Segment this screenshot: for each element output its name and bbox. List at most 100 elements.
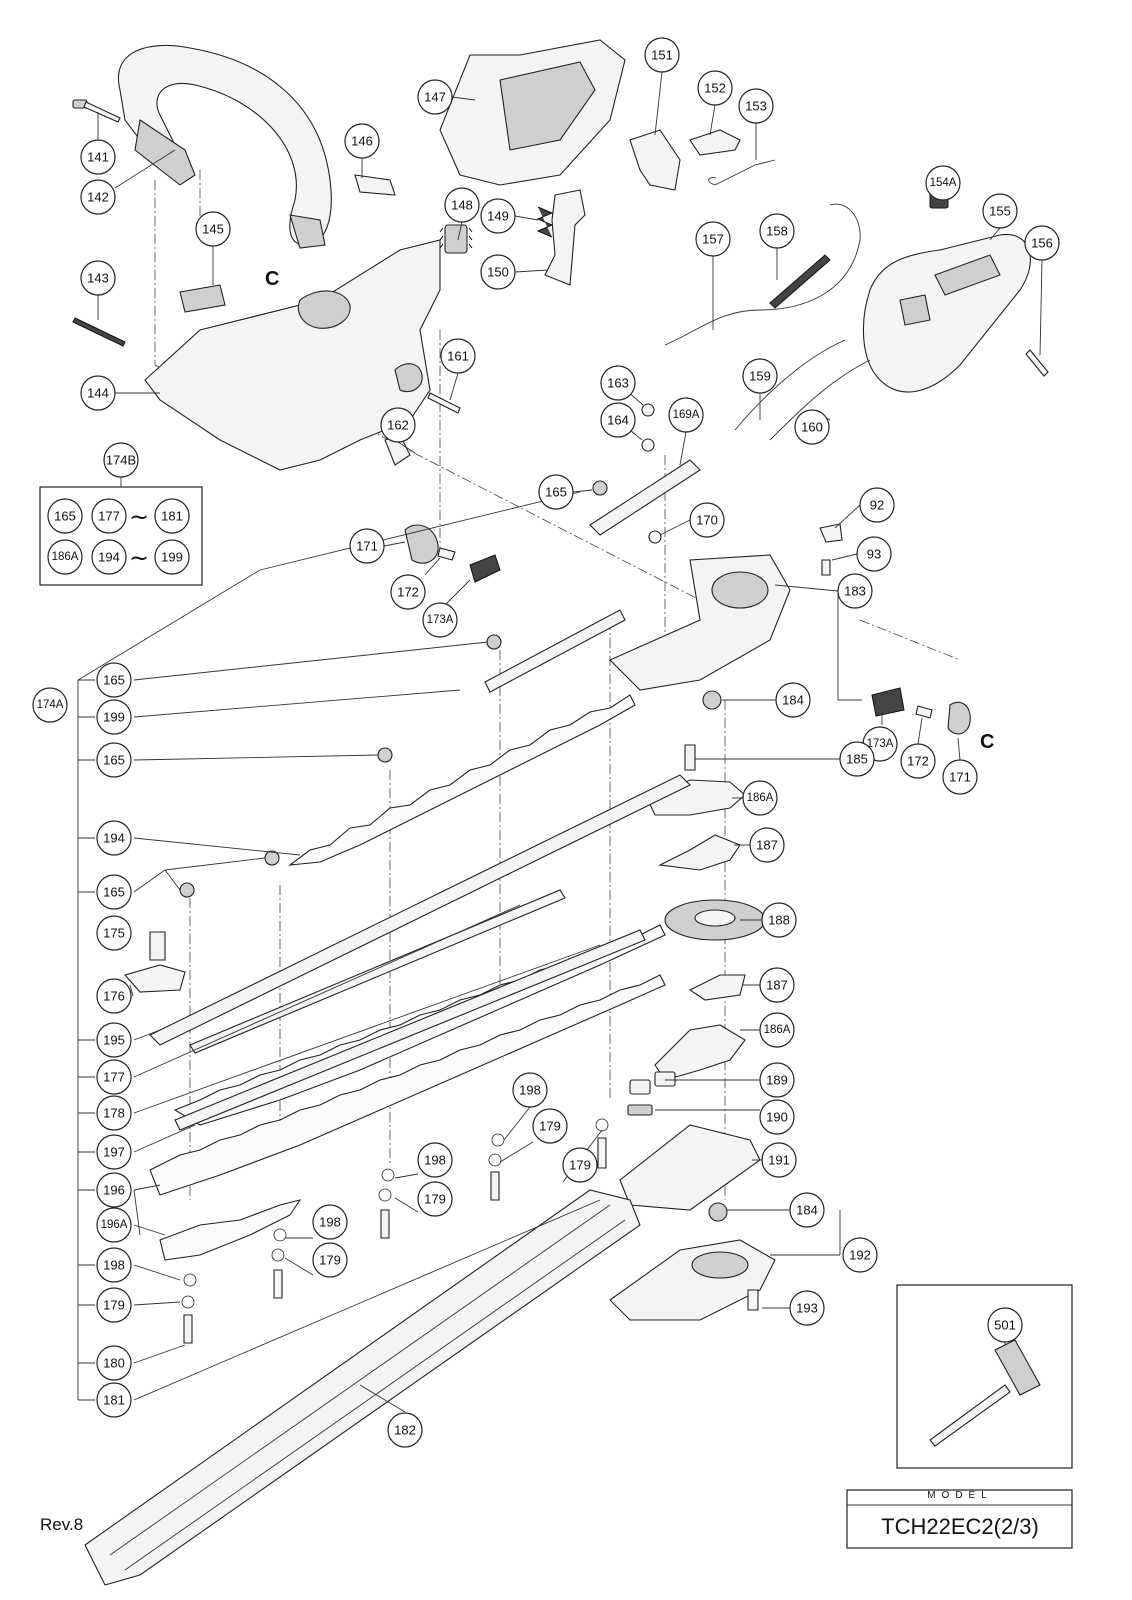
callout: 148 xyxy=(444,187,480,223)
svg-text:161: 161 xyxy=(447,349,469,364)
part-150-trigger xyxy=(544,189,586,286)
svg-text:170: 170 xyxy=(696,513,718,528)
part-148-gear xyxy=(439,224,473,254)
part-141-screw xyxy=(72,99,121,123)
svg-text:191: 191 xyxy=(768,1153,790,1168)
part-151-lever xyxy=(629,129,681,191)
svg-text:141: 141 xyxy=(87,150,109,165)
part-158-spring xyxy=(769,254,831,309)
svg-text:187: 187 xyxy=(766,978,788,993)
callout: 161 xyxy=(440,338,476,374)
svg-text:148: 148 xyxy=(451,198,473,213)
part-143-gasket xyxy=(72,317,126,347)
svg-text:194: 194 xyxy=(98,550,120,565)
callout: 153 xyxy=(738,88,774,124)
callout: 192 xyxy=(842,1237,878,1273)
part-92-clip xyxy=(819,523,843,543)
kit-174B-item: 186A xyxy=(47,539,83,575)
svg-text:195: 195 xyxy=(103,1033,125,1048)
svg-text:184: 184 xyxy=(796,1203,818,1218)
part-163-nut xyxy=(641,403,655,417)
callout: 197 xyxy=(96,1134,132,1170)
svg-text:159: 159 xyxy=(749,369,771,384)
callout: 165 xyxy=(96,742,132,778)
callout: 184 xyxy=(789,1192,825,1228)
part-147-handle-cover xyxy=(439,39,626,186)
part-173A-spring xyxy=(469,554,501,583)
callout: 185 xyxy=(839,741,875,777)
callout: 189 xyxy=(759,1062,795,1098)
part-173A-spring-right xyxy=(871,687,905,717)
callout: 191 xyxy=(761,1142,797,1178)
svg-text:197: 197 xyxy=(103,1145,125,1160)
svg-text:184: 184 xyxy=(782,693,804,708)
callout: 179 xyxy=(417,1181,453,1217)
part-169A-plate xyxy=(589,459,701,536)
callout: 186A xyxy=(759,1012,795,1048)
svg-text:145: 145 xyxy=(202,222,224,237)
svg-text:181: 181 xyxy=(161,509,183,524)
part-187-crank-lower xyxy=(688,974,746,1001)
svg-text:188: 188 xyxy=(768,913,790,928)
callout: 92 xyxy=(859,487,895,523)
callout: 180 xyxy=(96,1345,132,1381)
svg-text:149: 149 xyxy=(487,209,509,224)
revision-label: Rev.8 xyxy=(40,1515,83,1534)
callout: 174A xyxy=(32,687,68,723)
callout: 179 xyxy=(96,1287,132,1323)
part-149-spring xyxy=(536,206,554,238)
svg-text:181: 181 xyxy=(103,1393,125,1408)
callout: 171 xyxy=(942,759,978,795)
svg-text:165: 165 xyxy=(54,509,76,524)
svg-text:186A: 186A xyxy=(764,1024,791,1036)
callout: 143 xyxy=(80,260,116,296)
kit-174B-item: 199 xyxy=(154,539,190,575)
svg-text:165: 165 xyxy=(103,885,125,900)
callout: 501 xyxy=(987,1307,1023,1343)
callout: 159 xyxy=(742,358,778,394)
svg-text:152: 152 xyxy=(704,81,726,96)
svg-text:156: 156 xyxy=(1031,236,1053,251)
part-193-screw xyxy=(747,1289,759,1311)
part-185-screw xyxy=(684,744,696,771)
part-191-gasket xyxy=(619,1124,761,1211)
callout: 157 xyxy=(695,221,731,257)
callout: 165 xyxy=(96,662,132,698)
svg-text:196: 196 xyxy=(103,1183,125,1198)
callout: 156 xyxy=(1024,225,1060,261)
callout: 176 xyxy=(96,978,132,1014)
svg-text:163: 163 xyxy=(607,376,629,391)
callout-174B: 174B xyxy=(103,442,139,478)
svg-text:174A: 174A xyxy=(37,699,64,711)
svg-text:176: 176 xyxy=(103,989,125,1004)
part-172-screw xyxy=(437,547,456,561)
svg-text:155: 155 xyxy=(989,204,1011,219)
svg-text:165: 165 xyxy=(103,673,125,688)
part-142-front-handle xyxy=(117,45,332,249)
callout: 163 xyxy=(600,365,636,401)
part-157-cable xyxy=(664,203,861,346)
svg-text:171: 171 xyxy=(356,539,378,554)
svg-text:178: 178 xyxy=(103,1106,125,1121)
callout: 149 xyxy=(480,198,516,234)
part-199-plate xyxy=(484,609,626,693)
part-93-screw xyxy=(821,559,831,576)
part-172-screw-right xyxy=(915,705,933,719)
callout: 198 xyxy=(512,1072,548,1108)
part-145-pad xyxy=(179,284,226,313)
svg-text:189: 189 xyxy=(766,1073,788,1088)
callout: 177 xyxy=(96,1059,132,1095)
callout: 198 xyxy=(96,1247,132,1283)
svg-text:146: 146 xyxy=(351,134,373,149)
callout: 164 xyxy=(600,402,636,438)
svg-text:198: 198 xyxy=(424,1153,446,1168)
svg-text:501: 501 xyxy=(994,1318,1016,1333)
part-184-bearing xyxy=(702,690,722,710)
svg-text:165: 165 xyxy=(545,485,567,500)
callout: 146 xyxy=(344,123,380,159)
svg-text:177: 177 xyxy=(103,1070,125,1085)
svg-text:173A: 173A xyxy=(867,738,894,750)
part-159-cord xyxy=(734,339,846,431)
callout: 172 xyxy=(900,743,936,779)
callout: 151 xyxy=(644,37,680,73)
